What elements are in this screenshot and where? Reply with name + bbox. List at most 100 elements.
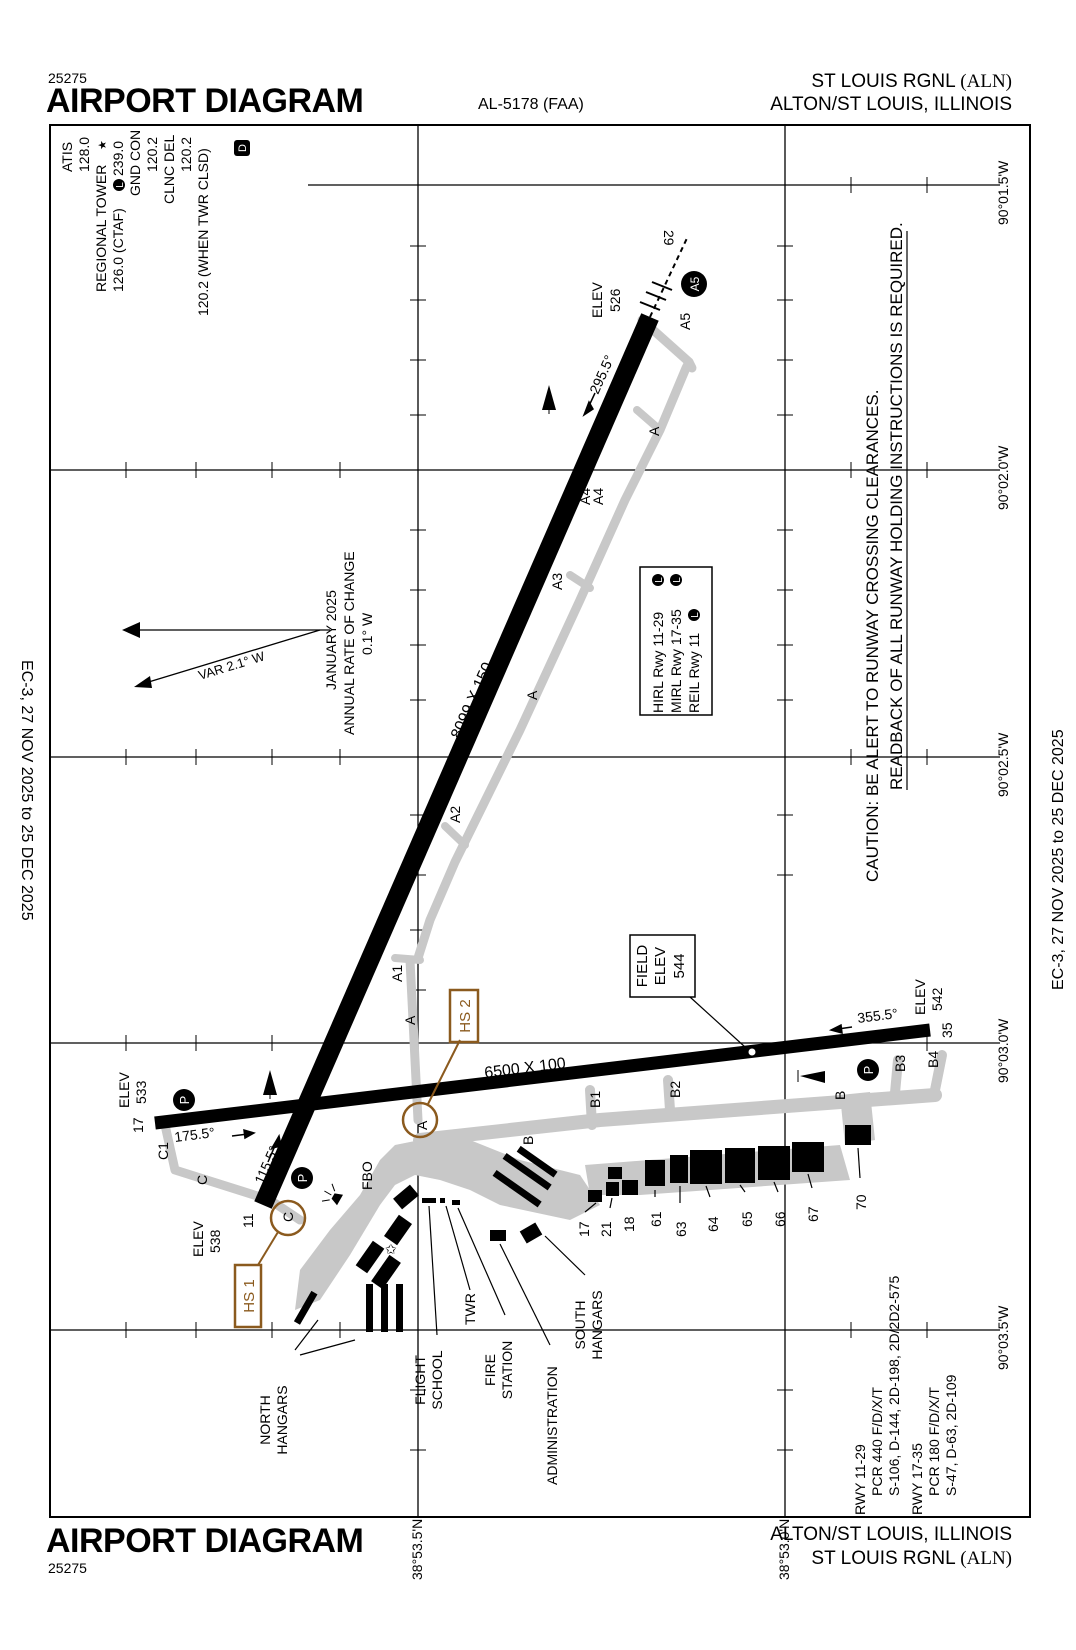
- extended-centerline-29: [649, 235, 689, 318]
- field-elevation-point: [748, 1048, 756, 1056]
- north-hangar-3: [396, 1284, 403, 1332]
- runway-11-label: 11: [240, 1213, 256, 1228]
- hangar-number-labels: 17 21 18 61 63 64 65 66 67 70: [576, 1194, 869, 1237]
- hangar-small: [608, 1167, 622, 1179]
- caution-line-1: CAUTION: BE ALERT TO RUNWAY CROSSING CLE…: [863, 390, 882, 883]
- svg-text:128.0: 128.0: [76, 137, 92, 172]
- south-hangar-row-3: [516, 1145, 558, 1178]
- taxiway-label-a4a: A4: [590, 488, 606, 505]
- svg-text:PCR 440 F/D/X/T: PCR 440 F/D/X/T: [869, 1387, 885, 1496]
- magnetic-north-arrow: [141, 629, 321, 685]
- lat-lon-grid: [50, 125, 1000, 1517]
- chart-title-top: AIRPORT DIAGRAM: [46, 82, 364, 120]
- parking-icon: P: [173, 1089, 195, 1111]
- south-hangar-1: [519, 1222, 543, 1244]
- svg-text:S-106, D-144, 2D-198, 2D/2D2-5: S-106, D-144, 2D-198, 2D/2D2-575: [886, 1276, 902, 1496]
- buildings: [293, 1125, 871, 1332]
- svg-text:120.2: 120.2: [178, 137, 194, 172]
- longitude-label: 90°01.5'W: [995, 160, 1011, 225]
- tower-star-icon: ✩: [385, 1241, 397, 1257]
- svg-text:239.0: 239.0: [110, 141, 126, 176]
- taxiway-label-a1: A1: [389, 965, 405, 982]
- parking-icon: P: [291, 1167, 313, 1189]
- taxiway-label-a: A: [402, 1015, 418, 1025]
- svg-text:18: 18: [621, 1216, 637, 1232]
- taxiway-label-a: A: [646, 426, 662, 436]
- taxiway-labels: A5 A A4 A4 A3 A A2 A1 A A B B1 B2 B B3 B…: [155, 313, 941, 1222]
- taxiway-c: [160, 1120, 305, 1225]
- runway-35-label: 35: [939, 1022, 955, 1038]
- chart-number-top: 25275: [48, 70, 87, 86]
- l-symbol-icon: L: [113, 179, 126, 191]
- taxiway-label-a3: A3: [549, 573, 565, 590]
- svg-text:S-47, D-63, 2D-109: S-47, D-63, 2D-109: [943, 1374, 959, 1496]
- administration-label: ADMINISTRATION: [544, 1366, 560, 1485]
- svg-text:ELEV: ELEV: [589, 282, 605, 318]
- svg-text:P: P: [295, 1174, 310, 1183]
- svg-text:P: P: [177, 1096, 192, 1105]
- svg-text:HS 2: HS 2: [457, 999, 474, 1032]
- latitude-label: 38°53.5'N: [409, 1519, 425, 1580]
- taxiway-b4: [930, 1050, 947, 1095]
- coordinate-labels: 38°53.5'N 38°53.0'N 90°01.5'W 90°02.0'W …: [409, 160, 1011, 1580]
- south-hangar-row-1: [492, 1170, 542, 1208]
- runway-29-label: 29: [661, 230, 677, 246]
- l-symbol-icon: L: [652, 574, 665, 586]
- hangar-70: [845, 1125, 871, 1145]
- svg-text:CLNC DEL: CLNC DEL: [161, 135, 177, 204]
- svg-text:126.0 (CTAF): 126.0 (CTAF): [110, 208, 126, 292]
- taxiway-a2: [441, 822, 469, 849]
- chart-number-bottom: 25275: [48, 1560, 87, 1576]
- taxiway-label-b1: B1: [587, 1091, 603, 1108]
- airport-name-bottom: ST LOUIS RGNL (ALN): [811, 1548, 1012, 1569]
- svg-text:PCR 180 F/D/X/T: PCR 180 F/D/X/T: [926, 1387, 942, 1496]
- taxiway-label-c1: C1: [155, 1142, 171, 1160]
- taxiway-network: [160, 315, 947, 1225]
- longitude-label: 90°02.5'W: [995, 732, 1011, 797]
- taxiway-b3: [890, 1055, 903, 1098]
- taxiway-a3: [566, 571, 594, 592]
- north-hangar-2: [381, 1284, 388, 1332]
- hangar-21: [606, 1182, 619, 1196]
- runway-11-29: [254, 313, 659, 1209]
- taxiway-label-b: B: [832, 1091, 848, 1100]
- taxiway-label-b2: B2: [667, 1081, 683, 1098]
- caution-line-2: READBACK OF ALL RUNWAY HOLDING INSTRUCTI…: [887, 222, 906, 790]
- svg-text:RWY 11-29: RWY 11-29: [852, 1444, 868, 1515]
- leader-lines: [294, 1197, 613, 1356]
- svg-text:MIRL Rwy 17-35: MIRL Rwy 17-35: [668, 609, 684, 713]
- taxiway-label-a5: A5: [677, 313, 693, 330]
- svg-text:P: P: [861, 1066, 876, 1075]
- tower-building: [440, 1198, 445, 1203]
- fire-station-label-2: STATION: [499, 1341, 515, 1400]
- svg-text:REGIONAL TOWER: REGIONAL TOWER: [93, 165, 109, 292]
- frequency-block: ATIS 128.0 REGIONAL TOWER ★ 126.0 (CTAF)…: [59, 130, 250, 316]
- svg-text:FIELD: FIELD: [634, 945, 651, 988]
- parking-icon: P: [857, 1059, 879, 1081]
- hot-spot-1: HS 1: [233, 1199, 307, 1329]
- d-symbol-icon: D: [234, 140, 250, 156]
- effective-dates-right: EC-3, 27 NOV 2025 to 25 DEC 2025: [1050, 729, 1067, 990]
- runway-17-heading: 175.5°: [173, 1124, 215, 1145]
- svg-text:544: 544: [671, 953, 688, 978]
- latitude-label: 38°53.0'N: [776, 1519, 792, 1580]
- city-top: ALTON/ST LOUIS, ILLINOIS: [770, 94, 1012, 115]
- l-symbol-icon: L: [688, 609, 701, 621]
- south-hangars-label-2: HANGARS: [589, 1290, 605, 1359]
- hangar-61: [645, 1160, 665, 1186]
- svg-text:64: 64: [705, 1216, 721, 1232]
- city-bottom: ALTON/ST LOUIS, ILLINOIS: [770, 1524, 1012, 1545]
- main-apron: [295, 1140, 600, 1310]
- svg-text:ATIS: ATIS: [59, 142, 75, 172]
- taxiway-label-b: B: [520, 1136, 536, 1145]
- svg-text:L: L: [654, 577, 665, 583]
- svg-text:70: 70: [853, 1194, 869, 1210]
- hangar-17: [588, 1190, 602, 1202]
- svg-text:66: 66: [772, 1211, 788, 1227]
- windcone-icon: [797, 1070, 825, 1083]
- hangar-64: [690, 1150, 722, 1184]
- taxiway-label-b4: B4: [925, 1051, 941, 1068]
- heading-arrows: [231, 392, 853, 1163]
- taxiway-a5-marker: A5: [681, 271, 707, 297]
